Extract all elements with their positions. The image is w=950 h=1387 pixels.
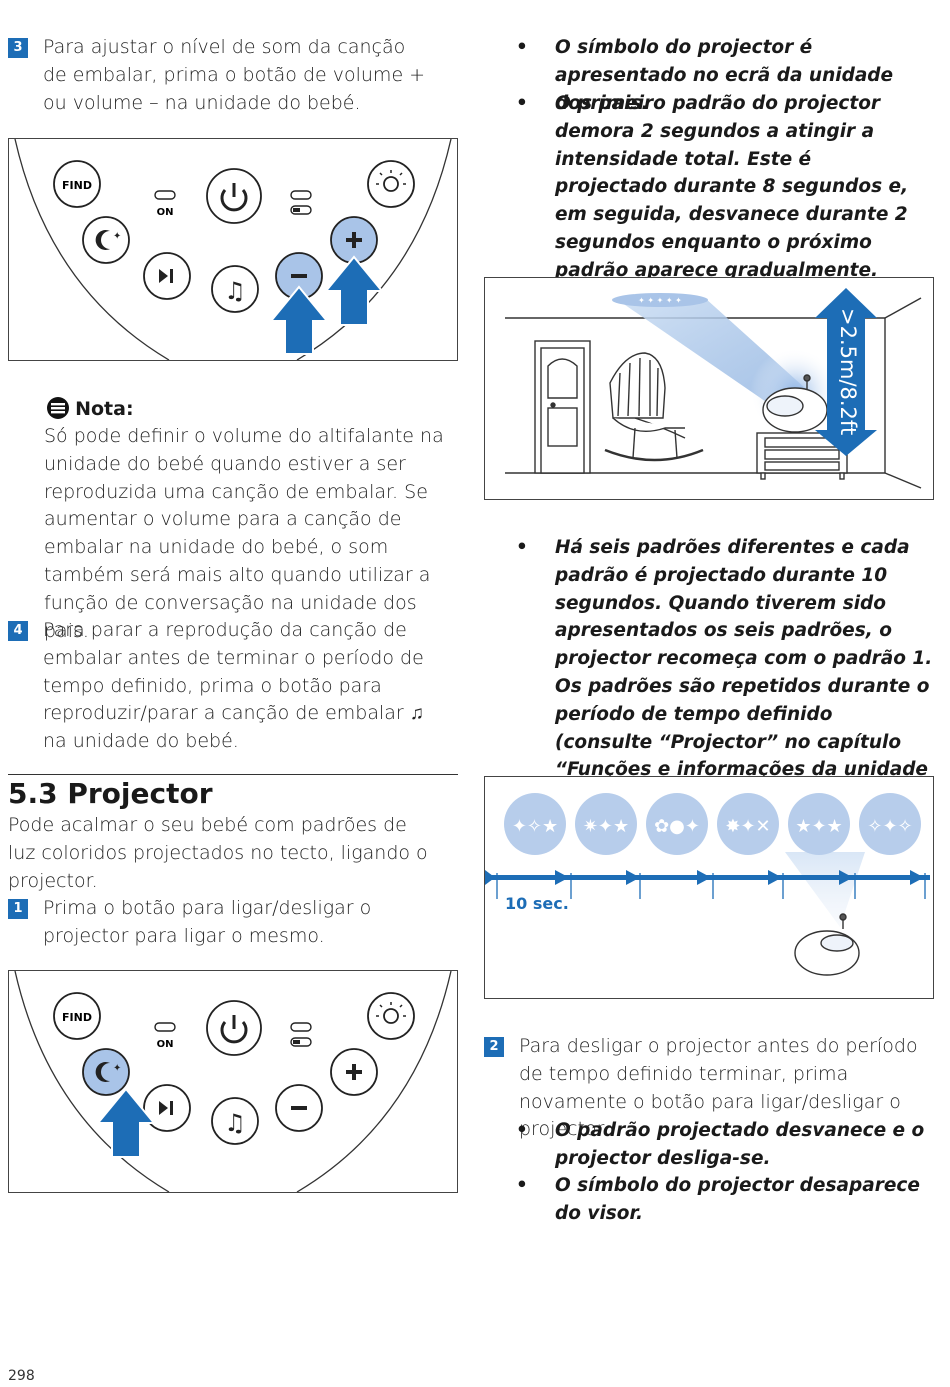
svg-text:✸✦✕: ✸✦✕ bbox=[725, 816, 770, 837]
pattern-4-icon: ✸✦✕ bbox=[717, 793, 779, 855]
figure-projector-panel: FIND ON ✦ ♫ bbox=[8, 970, 458, 1193]
svg-text:✷✦★: ✷✦★ bbox=[583, 816, 629, 837]
step-3: 3 Para ajustar o nível de som da canção … bbox=[8, 34, 428, 117]
step-4-text: Para parar a reprodução da canção de emb… bbox=[43, 619, 425, 753]
projector-moon-icon: ✦ bbox=[82, 1048, 130, 1096]
timeline-arrows bbox=[485, 870, 930, 885]
music-note-icon: ♫ bbox=[211, 1097, 259, 1145]
svg-text:✦ ✦ ✦ ✦ ✦: ✦ ✦ ✦ ✦ ✦ bbox=[638, 296, 682, 305]
bullet-text: O símbolo do projector desaparece do vis… bbox=[555, 1175, 920, 1224]
room-height-label: >2.5m/8.2ft bbox=[836, 308, 860, 435]
svg-text:✦✧★: ✦✧★ bbox=[512, 816, 558, 837]
volume-plus-icon bbox=[330, 1048, 378, 1096]
pattern-6-icon: ✧✦✧ bbox=[859, 793, 921, 855]
figure-room: ✦ ✦ ✦ ✦ ✦ bbox=[484, 277, 934, 500]
note-text: Só pode definir o volume do altifalante … bbox=[44, 425, 444, 642]
projector-icon bbox=[762, 374, 828, 433]
svg-text:✧✦✧: ✧✦✧ bbox=[867, 816, 912, 837]
music-note-icon: ♫ bbox=[211, 265, 259, 313]
arrow-up-icon bbox=[323, 255, 385, 326]
bullet-text: O símbolo do projector é apresentado no … bbox=[555, 37, 894, 114]
section-rule bbox=[8, 774, 458, 775]
pattern-1-icon: ✦✧★ bbox=[504, 793, 566, 855]
find-button: FIND bbox=[53, 992, 101, 1040]
bullet-text: Há seis padrões diferentes e cada padrão… bbox=[555, 537, 933, 808]
step-2: 2 Para desligar o projector antes do per… bbox=[484, 1033, 934, 1144]
step-4: 4 Para parar a reprodução da canção de e… bbox=[8, 617, 428, 756]
note-icon bbox=[47, 397, 69, 419]
section-title: 5.3 Projector bbox=[8, 777, 213, 810]
power-icon bbox=[206, 1000, 262, 1056]
cabinet-icon bbox=[756, 432, 848, 480]
light-icon bbox=[367, 992, 415, 1040]
note-title: Nota: bbox=[75, 398, 134, 420]
figure-volume-panel: FIND ON ✦ bbox=[8, 138, 458, 361]
projector-moon-icon: ✦ bbox=[82, 216, 130, 264]
on-label: ON bbox=[157, 1039, 174, 1050]
on-label: ON bbox=[157, 207, 174, 218]
svg-text:✦: ✦ bbox=[113, 231, 121, 242]
projector-icon bbox=[794, 913, 860, 976]
power-icon bbox=[206, 168, 262, 224]
find-label: FIND bbox=[62, 1011, 92, 1024]
bullet-top-2: •O primeiro padrão do projector demora 2… bbox=[516, 90, 926, 285]
bullet-mid: •Há seis padrões diferentes e cada padrã… bbox=[516, 534, 934, 812]
step-1: 1 Prima o botão para ligar/desligar o pr… bbox=[8, 895, 448, 951]
pattern-3-icon: ✿●✦ bbox=[646, 793, 708, 855]
play-pause-icon bbox=[143, 252, 191, 300]
page-number: 298 bbox=[8, 1368, 35, 1384]
volume-minus-icon bbox=[275, 1084, 323, 1132]
play-pause-icon bbox=[143, 1084, 191, 1132]
bullet-bottom-2: •O símbolo do projector desaparece do vi… bbox=[516, 1172, 936, 1228]
bullet-bottom-1: •O padrão projectado desvanece e o proje… bbox=[516, 1117, 926, 1173]
step-3-text: Para ajustar o nível de som da canção de… bbox=[43, 36, 426, 114]
figure-timeline: ✦✧★ ✷✦★ ✿●✦ ✸✦✕ ★✦★ ✧✦✧ 10 sec. bbox=[484, 776, 934, 999]
arrow-up-icon bbox=[95, 1087, 157, 1158]
find-label: FIND bbox=[62, 179, 92, 192]
svg-text:★✦★: ★✦★ bbox=[795, 816, 842, 837]
pattern-5-icon: ★✦★ bbox=[788, 793, 850, 855]
bullet-top-1: •O símbolo do projector é apresentado no… bbox=[516, 34, 926, 117]
height-arrow-icon: >2.5m/8.2ft bbox=[815, 288, 877, 456]
svg-text:♫: ♫ bbox=[224, 1109, 246, 1137]
svg-text:✦: ✦ bbox=[113, 1063, 121, 1074]
bullet-text: O padrão projectado desvanece e o projec… bbox=[555, 1120, 925, 1169]
step-number: 4 bbox=[8, 621, 28, 641]
timeline-label: 10 sec. bbox=[505, 894, 569, 913]
step-2-text: Para desligar o projector antes do perío… bbox=[519, 1035, 918, 1141]
step-number: 3 bbox=[8, 38, 28, 58]
arrow-up-icon bbox=[268, 285, 330, 355]
light-icon bbox=[367, 160, 415, 208]
step-number: 2 bbox=[484, 1037, 504, 1057]
note-heading: Nota: bbox=[46, 396, 134, 422]
cradle-icon bbox=[604, 352, 704, 462]
volume-plus-icon bbox=[330, 216, 378, 264]
find-button: FIND bbox=[53, 160, 101, 208]
svg-text:✿●✦: ✿●✦ bbox=[654, 816, 700, 837]
svg-text:♫: ♫ bbox=[224, 277, 246, 305]
step-1-text: Prima o botão para ligar/desligar o proj… bbox=[43, 897, 372, 947]
step-number: 1 bbox=[8, 899, 28, 919]
pattern-2-icon: ✷✦★ bbox=[575, 793, 637, 855]
section-intro: Pode acalmar o seu bebé com padrões de l… bbox=[8, 814, 428, 892]
bullet-text: O primeiro padrão do projector demora 2 … bbox=[555, 93, 909, 281]
